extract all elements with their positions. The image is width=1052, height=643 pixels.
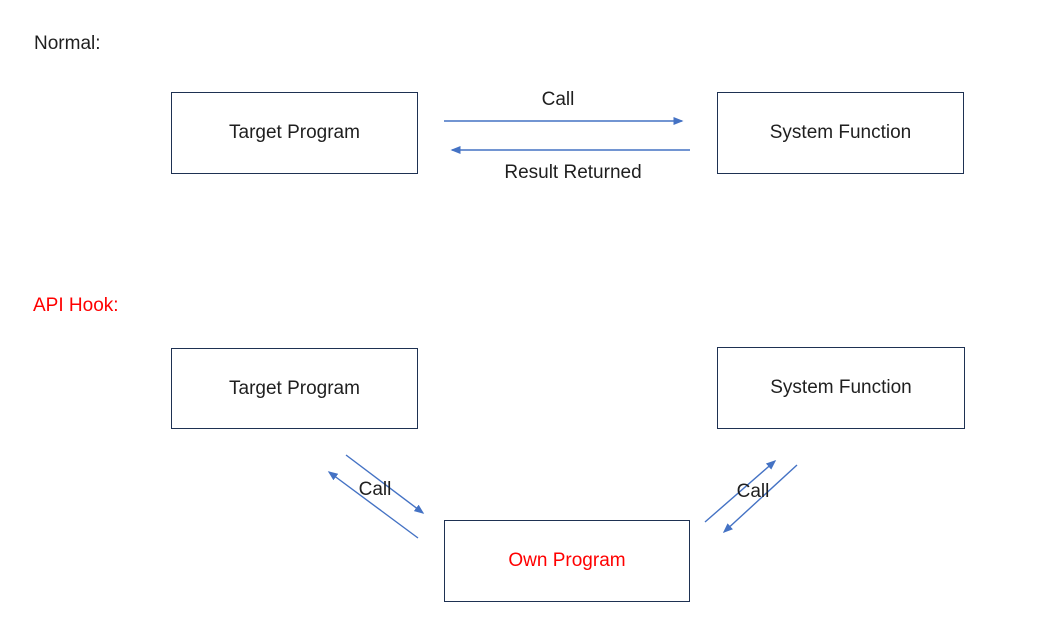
hook-own-program-box: Own Program [444, 520, 690, 602]
normal-system-function-label: System Function [769, 122, 912, 143]
hook-right-call-label: Call [736, 481, 770, 502]
hook-target-program-box: Target Program [171, 348, 418, 429]
api-hook-section-label: API Hook: [33, 295, 119, 316]
normal-section-label: Normal: [34, 33, 101, 54]
normal-result-arrow-label: Result Returned [504, 162, 642, 183]
hook-system-function-label: System Function [770, 377, 912, 398]
hook-system-function-box: System Function [717, 347, 965, 429]
normal-target-program-box: Target Program [171, 92, 418, 174]
normal-target-program-label: Target Program [229, 122, 360, 143]
hook-target-program-label: Target Program [229, 377, 360, 399]
hook-own-program-label: Own Program [508, 550, 626, 571]
normal-system-function-box: System Function [717, 92, 964, 174]
hook-left-call-label: Call [358, 479, 392, 500]
normal-call-arrow-label: Call [541, 89, 575, 110]
